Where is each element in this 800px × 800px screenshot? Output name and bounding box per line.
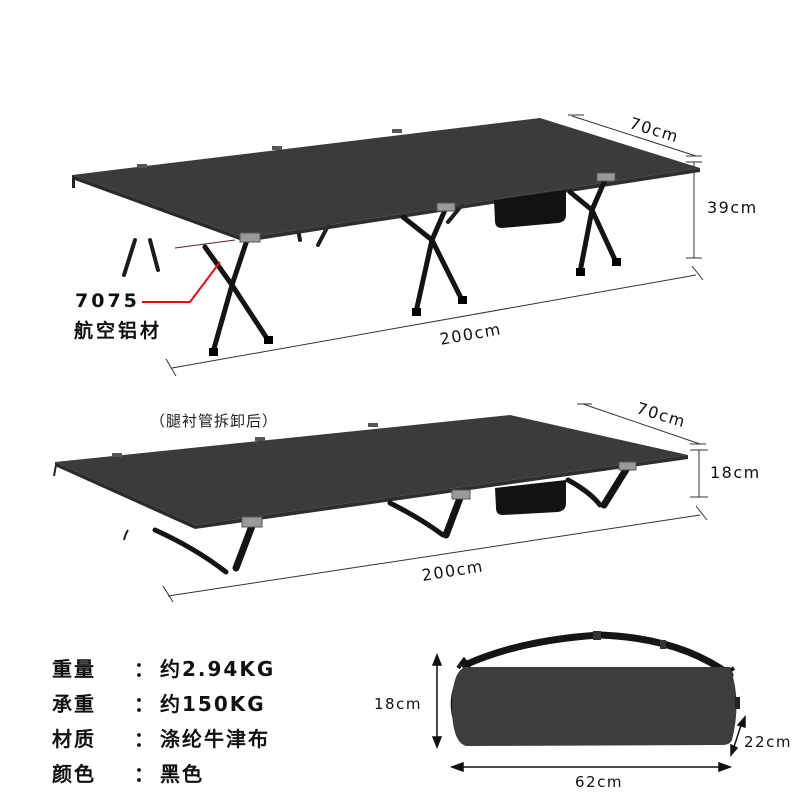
storage-pouch xyxy=(494,190,566,228)
spec-value: 约2.94KG xyxy=(160,657,276,681)
storage-pouch xyxy=(495,480,566,515)
cot-fabric xyxy=(72,118,700,238)
spec-row-material: 材质 ： 涤纶牛津布 xyxy=(52,720,275,755)
spec-row-color: 颜色 ： 黑色 xyxy=(52,755,275,790)
material-callout-line xyxy=(142,261,221,303)
low-cot-caption: （腿衬管拆卸后） xyxy=(150,412,279,430)
spec-value: 约150KG xyxy=(160,692,266,716)
spec-key: 承重 xyxy=(52,692,96,716)
spec-key: 重量 xyxy=(52,657,96,681)
spec-list: 重量 ： 约2.94KG 承重 ： 约150KG 材质 ： 涤纶牛津布 颜色 ：… xyxy=(52,650,275,790)
spec-key: 材质 xyxy=(52,727,96,751)
carry-bag-illustration xyxy=(431,631,746,773)
spec-key: 颜色 xyxy=(52,762,96,786)
spec-separator: ： xyxy=(134,762,156,786)
bag-height-label: 18cm xyxy=(374,695,422,713)
bag-depth-label: 22cm xyxy=(744,733,792,751)
bag-body xyxy=(452,667,737,746)
upright-cot-illustration xyxy=(72,114,704,377)
low-cot-height-label: 18cm xyxy=(710,463,761,482)
spec-separator: ： xyxy=(134,692,156,716)
spec-row-weight: 重量 ： 约2.94KG xyxy=(52,650,275,685)
spec-separator: ： xyxy=(134,657,156,681)
spec-row-load-capacity: 承重 ： 约150KG xyxy=(52,685,275,720)
low-cot-illustration xyxy=(53,403,708,603)
material-code-label: 7075 xyxy=(75,290,140,312)
upright-cot-height-label: 39cm xyxy=(707,198,758,217)
material-name-label: 航空铝材 xyxy=(74,320,163,342)
spec-value: 黑色 xyxy=(160,762,204,786)
bag-length-label: 62cm xyxy=(575,773,623,791)
cot-fabric xyxy=(55,415,688,525)
spec-value: 涤纶牛津布 xyxy=(160,727,270,751)
spec-separator: ： xyxy=(134,727,156,751)
